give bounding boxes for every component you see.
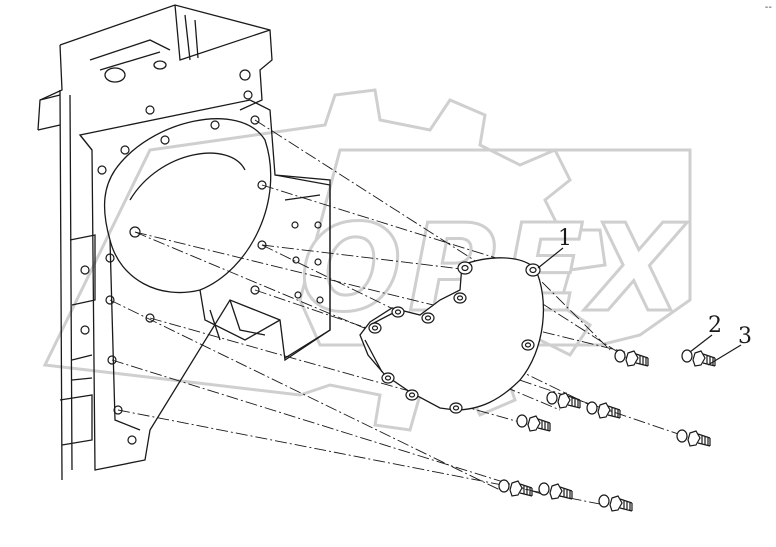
washer-5 <box>516 414 528 428</box>
washer-8 <box>538 482 550 496</box>
bolt-head-2 <box>692 350 706 367</box>
washer-6 <box>676 429 688 443</box>
bolt-head-5 <box>527 415 541 432</box>
plate-holes <box>80 69 324 445</box>
bolt-shank-7 <box>519 483 533 497</box>
engine-block <box>37 4 331 481</box>
bolt-shank-5 <box>537 418 551 432</box>
washer-3 <box>546 391 558 405</box>
washer-2 <box>681 349 693 363</box>
washer-1 <box>614 349 626 363</box>
fasteners <box>498 349 716 512</box>
washer-9 <box>598 494 610 508</box>
bolt-shank-4 <box>607 405 621 419</box>
bolt-shank-9 <box>619 498 633 512</box>
washer-4 <box>586 401 598 415</box>
bolt-shank-8 <box>559 486 573 500</box>
corner-mark: -- <box>764 2 772 13</box>
bolt-shank-6 <box>697 433 711 447</box>
bolt-head-8 <box>549 483 563 500</box>
bolt-head-9 <box>609 495 623 512</box>
bolt-shank-3 <box>567 395 581 409</box>
bolt-head-1 <box>625 350 639 367</box>
bolt-head-6 <box>687 430 701 447</box>
cover-bolt-holes <box>368 261 541 414</box>
washer-7 <box>498 479 510 493</box>
bolt-head-4 <box>597 402 611 419</box>
gear-logo-icon <box>42 88 692 432</box>
callout-2-washer: 2 <box>708 313 722 338</box>
callout-1-cover: 1 <box>558 226 572 251</box>
callout-leaders <box>537 247 742 366</box>
callout-3-bolt: 3 <box>738 324 752 349</box>
bolt-head-7 <box>509 480 523 497</box>
bolt-shank-1 <box>635 353 649 367</box>
bolt-head-3 <box>557 392 571 409</box>
